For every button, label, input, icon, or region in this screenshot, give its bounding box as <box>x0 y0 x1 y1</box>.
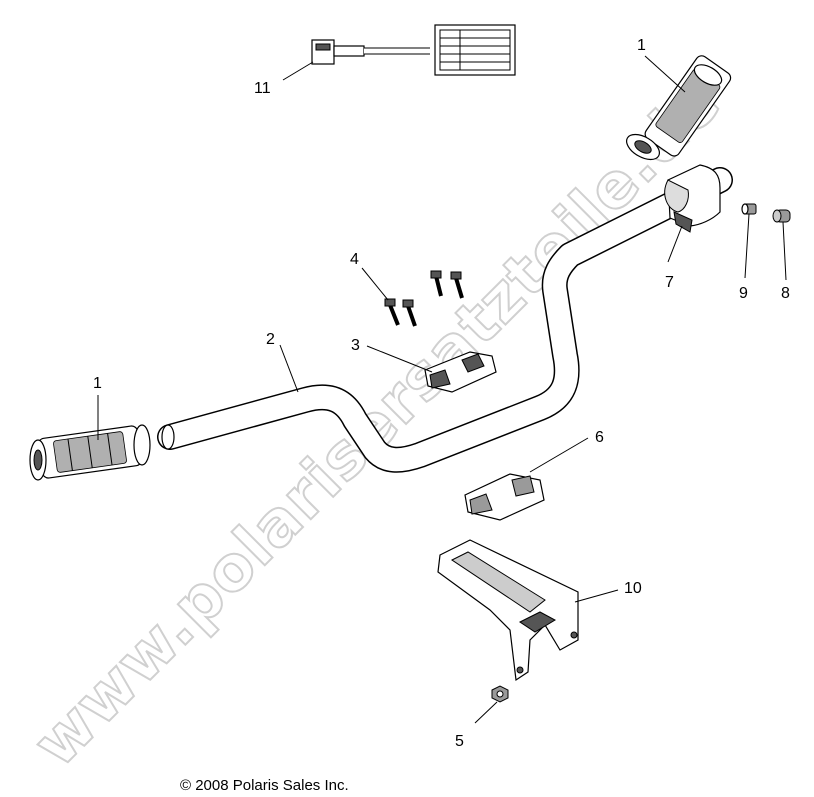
grip-left <box>29 424 151 481</box>
end-cap <box>741 203 757 215</box>
callout-bracket: 10 <box>624 580 642 597</box>
callout-housing: 7 <box>665 274 674 291</box>
handlebar <box>157 167 733 473</box>
copyright-notice: © 2008 Polaris Sales Inc. <box>180 777 349 794</box>
callout-plug: 8 <box>781 285 790 302</box>
callout-grip-left: 1 <box>93 375 102 392</box>
callout-nut: 5 <box>455 733 464 750</box>
leader-lines <box>97 55 787 724</box>
upper-clamp <box>424 351 497 393</box>
plug <box>772 209 791 223</box>
bolts <box>384 270 464 327</box>
callout-bolts: 4 <box>350 251 359 268</box>
callout-handlebar: 2 <box>266 331 275 348</box>
callout-end-cap: 9 <box>739 285 748 302</box>
bracket <box>437 539 579 682</box>
callout-harness: 11 <box>254 80 271 97</box>
grip-right <box>626 55 732 161</box>
harness <box>311 24 516 76</box>
callout-upper-clamp: 3 <box>351 337 360 354</box>
nut <box>491 685 509 703</box>
housing <box>664 164 721 233</box>
lower-clamp <box>464 473 545 521</box>
callout-lower-clamp: 6 <box>595 429 604 446</box>
callout-grip-right: 1 <box>637 37 646 54</box>
watermark: www.polarisersatzteile.de <box>19 65 734 780</box>
